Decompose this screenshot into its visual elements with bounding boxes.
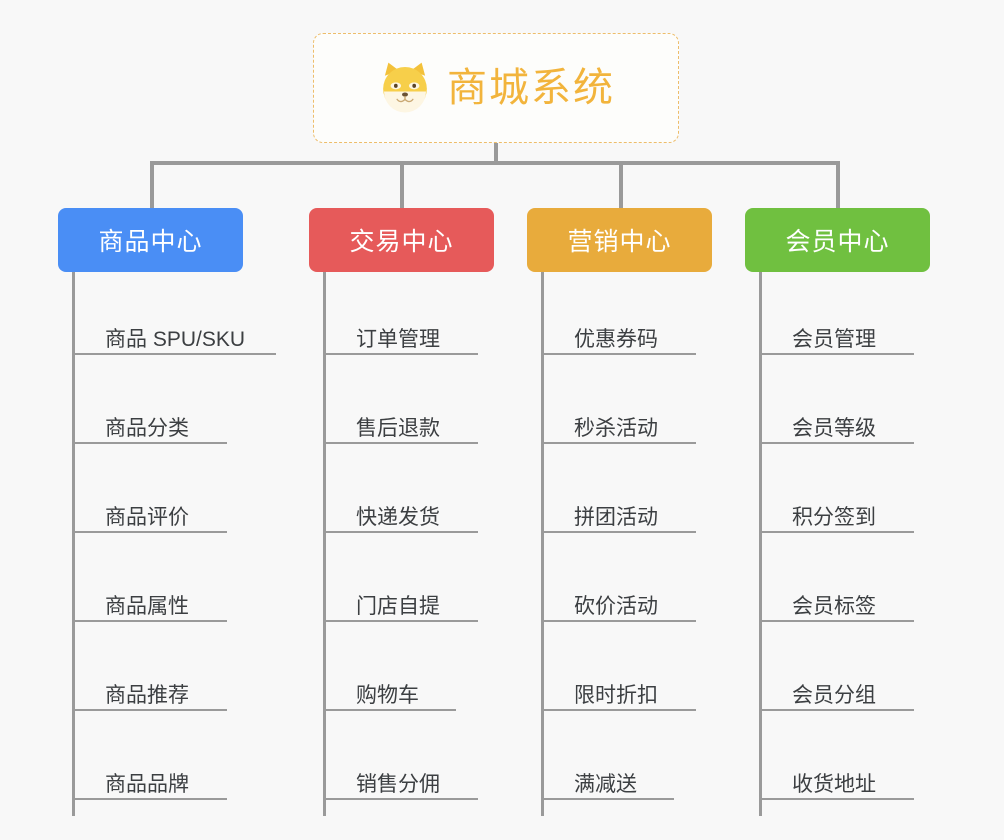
leaf-item-0-0[interactable]: 商品 SPU/SKU — [72, 313, 276, 355]
category-box-3[interactable]: 会员中心 — [745, 208, 930, 272]
category-label-1: 交易中心 — [349, 228, 454, 256]
leaf-label-3-3: 会员标签 — [792, 594, 876, 618]
leaf-label-1-0: 订单管理 — [356, 327, 440, 351]
category-label-0: 商品中心 — [98, 228, 203, 256]
leaf-item-0-2[interactable]: 商品评价 — [72, 491, 227, 533]
leaf-item-3-3[interactable]: 会员标签 — [759, 580, 914, 622]
leaf-label-0-3: 商品属性 — [105, 594, 189, 618]
leaf-label-3-1: 会员等级 — [792, 416, 876, 440]
connector-drop-3 — [619, 161, 623, 208]
leaf-item-2-2[interactable]: 拼团活动 — [541, 491, 696, 533]
leaf-label-0-4: 商品推荐 — [105, 683, 189, 707]
leaf-item-3-4[interactable]: 会员分组 — [759, 669, 914, 711]
leaf-item-3-5[interactable]: 收货地址 — [759, 758, 914, 800]
leaf-item-0-5[interactable]: 商品品牌 — [72, 758, 227, 800]
leaf-item-0-3[interactable]: 商品属性 — [72, 580, 227, 622]
leaf-label-2-2: 拼团活动 — [574, 505, 658, 529]
leaf-label-1-3: 门店自提 — [356, 594, 440, 618]
leaf-label-2-5: 满减送 — [574, 772, 637, 796]
branch-spine-2 — [541, 272, 544, 816]
leaf-item-0-1[interactable]: 商品分类 — [72, 402, 227, 444]
leaf-item-2-1[interactable]: 秒杀活动 — [541, 402, 696, 444]
category-box-0[interactable]: 商品中心 — [58, 208, 243, 272]
connector-drop-1 — [150, 161, 154, 208]
leaf-label-2-0: 优惠券码 — [574, 327, 658, 351]
category-label-2: 营销中心 — [567, 228, 672, 256]
leaf-item-2-3[interactable]: 砍价活动 — [541, 580, 696, 622]
branch-spine-3 — [759, 272, 762, 816]
leaf-item-3-2[interactable]: 积分签到 — [759, 491, 914, 533]
leaf-item-3-0[interactable]: 会员管理 — [759, 313, 914, 355]
leaf-label-1-1: 售后退款 — [356, 416, 440, 440]
root-label: 商城系统 — [447, 66, 615, 110]
root-node[interactable]: 商城系统 — [313, 33, 679, 143]
connector-drop-2 — [400, 161, 404, 208]
connector-horizontal-bus — [150, 161, 840, 165]
leaf-label-2-1: 秒杀活动 — [574, 416, 658, 440]
leaf-label-0-0: 商品 SPU/SKU — [105, 327, 246, 351]
branch-spine-1 — [323, 272, 326, 816]
leaf-label-3-0: 会员管理 — [792, 327, 876, 351]
connector-drop-4 — [836, 161, 840, 208]
leaf-item-3-1[interactable]: 会员等级 — [759, 402, 914, 444]
shiba-dog-emoji — [377, 60, 433, 116]
leaf-label-3-4: 会员分组 — [792, 683, 876, 707]
category-box-2[interactable]: 营销中心 — [527, 208, 712, 272]
leaf-label-0-2: 商品评价 — [105, 505, 189, 529]
leaf-item-1-2[interactable]: 快递发货 — [323, 491, 478, 533]
leaf-item-1-3[interactable]: 门店自提 — [323, 580, 478, 622]
leaf-item-1-0[interactable]: 订单管理 — [323, 313, 478, 355]
leaf-label-3-5: 收货地址 — [792, 772, 876, 796]
category-box-1[interactable]: 交易中心 — [309, 208, 494, 272]
leaf-item-0-4[interactable]: 商品推荐 — [72, 669, 227, 711]
connector-root-stem — [494, 143, 498, 163]
leaf-label-1-5: 销售分佣 — [356, 772, 440, 796]
leaf-label-1-4: 购物车 — [356, 683, 419, 707]
category-label-3: 会员中心 — [785, 228, 890, 256]
leaf-label-2-3: 砍价活动 — [574, 594, 658, 618]
leaf-item-2-0[interactable]: 优惠券码 — [541, 313, 696, 355]
leaf-item-1-5[interactable]: 销售分佣 — [323, 758, 478, 800]
leaf-label-0-1: 商品分类 — [105, 416, 189, 440]
leaf-label-0-5: 商品品牌 — [105, 772, 189, 796]
branch-spine-0 — [72, 272, 75, 816]
leaf-label-2-4: 限时折扣 — [574, 683, 658, 707]
leaf-label-1-2: 快递发货 — [356, 505, 440, 529]
leaf-item-2-5[interactable]: 满减送 — [541, 758, 674, 800]
leaf-label-3-2: 积分签到 — [792, 505, 876, 529]
leaf-item-2-4[interactable]: 限时折扣 — [541, 669, 696, 711]
leaf-item-1-4[interactable]: 购物车 — [323, 669, 456, 711]
leaf-item-1-1[interactable]: 售后退款 — [323, 402, 478, 444]
